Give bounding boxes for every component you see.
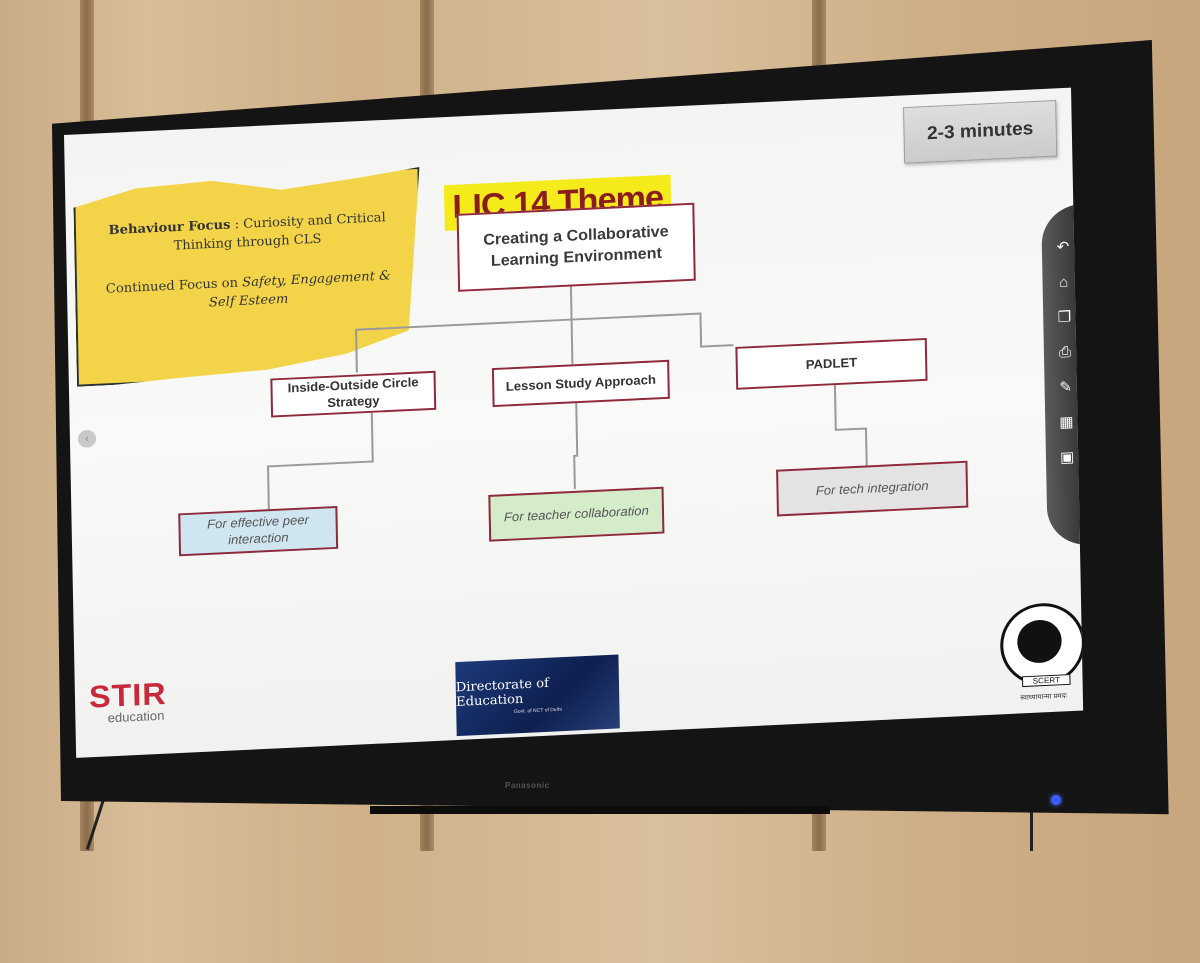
connector-to-strategy-2 xyxy=(570,319,574,365)
screen-icon[interactable]: ▣ xyxy=(1059,448,1075,467)
directorate-of-education-logo: Directorate of Education Govt. of NCT of… xyxy=(455,654,620,737)
window-icon[interactable]: ❐ xyxy=(1057,308,1072,326)
connector-to-strategy-1 xyxy=(355,318,572,373)
note-box-tech-integration: For tech integration xyxy=(776,460,969,517)
scert-seal: SCERT xyxy=(999,601,1084,688)
print-icon[interactable]: ⎙ xyxy=(1058,343,1072,361)
doe-title: Directorate of Education xyxy=(455,676,550,710)
strategy-label: Lesson Study Approach xyxy=(505,371,657,394)
note-box-peer-interaction: For effective peer interaction xyxy=(178,505,339,557)
pen-icon[interactable]: ✎ xyxy=(1059,378,1073,396)
seal-emblem xyxy=(1016,618,1063,664)
note-label: For effective peer interaction xyxy=(206,512,310,548)
tv-bottom-bar xyxy=(370,806,830,814)
stir-subtitle: education xyxy=(107,707,165,726)
note-label: For teacher collaboration xyxy=(503,502,649,524)
note-label: For tech integration xyxy=(815,477,929,498)
scert-logo: SCERT स्वाध्यायान्मा प्रमदः xyxy=(998,601,1084,703)
scert-label: SCERT xyxy=(1022,674,1071,688)
connector-strategy-1-note xyxy=(266,410,374,510)
strategy-label: PADLET xyxy=(805,354,858,372)
power-led xyxy=(1051,795,1061,805)
strategy-box-lesson-study: Lesson Study Approach xyxy=(491,359,670,408)
connector-root-down xyxy=(569,284,573,320)
connector-to-strategy-3 xyxy=(571,312,734,348)
undo-icon[interactable]: ↶ xyxy=(1056,238,1070,256)
slide: Behaviour Focus : Curiosity and Critical… xyxy=(64,87,1084,758)
tv-brand-label: Panasonic xyxy=(505,781,550,790)
connector-strategy-3-note xyxy=(833,381,868,466)
strategy-box-inside-outside: Inside-Outside Circle Strategy xyxy=(270,370,437,418)
connector-lines xyxy=(266,284,868,510)
home-icon[interactable]: ⌂ xyxy=(1058,273,1069,291)
whiteboard-toolbar: ↶ ⌂ ❐ ⎙ ✎ ▦ ▣ xyxy=(1041,203,1084,547)
cable-right xyxy=(1030,805,1033,851)
note-box-teacher-collaboration: For teacher collaboration xyxy=(488,486,665,542)
root-concept-box: Creating a Collaborative Learning Enviro… xyxy=(456,202,696,292)
doe-subtitle: Govt. of NCT of Delhi xyxy=(513,706,562,715)
projected-screen: Behaviour Focus : Curiosity and Critical… xyxy=(64,78,1200,963)
strategy-label: Inside-Outside Circle Strategy xyxy=(287,374,419,410)
root-concept-label: Creating a Collaborative Learning Enviro… xyxy=(483,223,669,270)
apps-icon[interactable]: ▦ xyxy=(1059,413,1074,432)
strategy-box-padlet: PADLET xyxy=(735,337,928,390)
stir-education-logo: STIR education xyxy=(89,676,167,726)
connector-strategy-2-note xyxy=(573,403,579,489)
